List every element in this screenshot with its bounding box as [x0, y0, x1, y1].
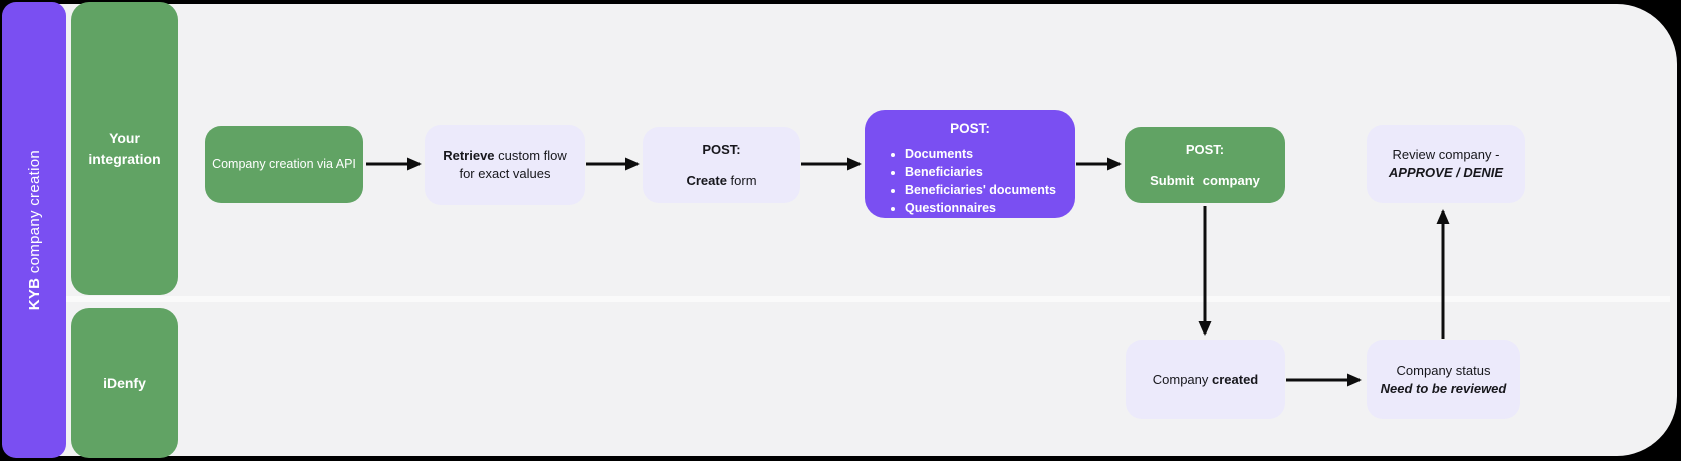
node-company-status: Company status Need to be reviewed	[1367, 340, 1520, 419]
lane-idenfy-label: iDenfy	[103, 374, 146, 391]
node-company-status-text: Company status Need to be reviewed	[1380, 362, 1507, 396]
list-item: Beneficiaries	[905, 164, 1075, 181]
node-review-company: Review company - APPROVE / DENIE	[1367, 125, 1525, 203]
node-post-bundle-list: Documents Beneficiaries Beneficiaries' d…	[865, 145, 1075, 218]
node-retrieve-text: Retrieve custom flow for exact values	[443, 148, 567, 181]
node-company-creation-text: Company creation via API	[212, 157, 356, 172]
list-item: Beneficiaries' documents	[905, 182, 1075, 199]
node-post-bundle-title: POST:	[950, 121, 990, 136]
node-create-form-text: Create form	[686, 172, 757, 188]
node-submit-title: POST:	[1185, 141, 1225, 157]
list-item: Questionnaires	[905, 200, 1075, 217]
node-review-line1: Review company -	[1392, 147, 1500, 163]
node-company-created: Company created	[1126, 340, 1285, 419]
list-item: Documents	[905, 146, 1075, 163]
node-company-created-text: Company created	[1152, 371, 1259, 387]
node-retrieve-custom-flow: Retrieve custom flow for exact values	[425, 125, 585, 205]
lane-divider	[66, 296, 1670, 302]
lane-your-integration: Your integration	[71, 2, 178, 295]
node-post-create-form: POST: Create form	[643, 127, 800, 203]
lane-your-integration-label: Your integration	[88, 130, 161, 167]
lane-idenfy: iDenfy	[71, 308, 178, 458]
kyb-sidebar: KYB company creation	[2, 2, 66, 458]
node-post-bundle: POST: Documents Beneficiaries Beneficiar…	[865, 110, 1075, 218]
node-post-submit-company: POST: Submit company	[1125, 127, 1285, 203]
node-review-line2: APPROVE / DENIE	[1388, 165, 1504, 180]
node-company-creation-via-api: Company creation via API	[205, 126, 363, 203]
node-submit-text: Submit company	[1150, 172, 1260, 188]
node-create-form-title: POST:	[702, 141, 741, 157]
